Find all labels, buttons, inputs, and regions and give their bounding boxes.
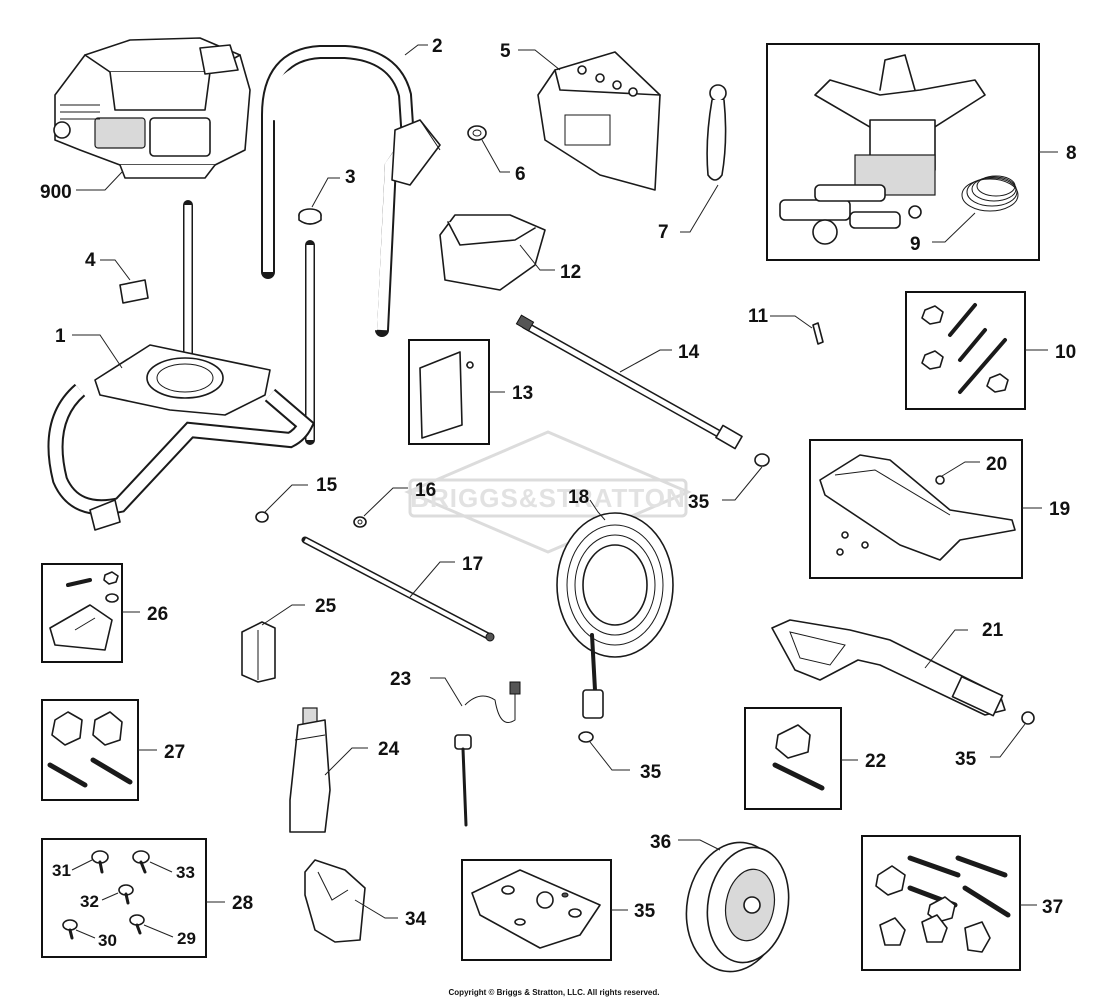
callout-25: 25 (315, 596, 337, 617)
clip-part-25[interactable] (241, 621, 276, 683)
hardware-part-22[interactable] (772, 724, 825, 791)
callout-6: 6 (515, 164, 526, 185)
hose-part-18[interactable] (556, 512, 674, 719)
callout-29: 29 (177, 929, 196, 948)
knob-part-27[interactable] (47, 711, 133, 788)
callout-32: 32 (80, 892, 99, 911)
callout-8: 8 (1066, 143, 1077, 164)
wheel-part-36[interactable] (676, 835, 797, 980)
frame-part-1[interactable] (47, 200, 315, 531)
washer-part-16[interactable] (353, 516, 367, 528)
screw-part-32[interactable] (118, 884, 134, 905)
callout-4: 4 (85, 250, 96, 271)
bolts-part-10[interactable] (921, 303, 1009, 394)
plate-part-13[interactable] (419, 351, 474, 439)
bracket-part-26[interactable] (49, 571, 119, 651)
callout-26: 26 (147, 604, 168, 625)
callout-9: 9 (910, 234, 921, 255)
watermark-text: BRIGGS&STRATTON (410, 483, 685, 513)
bottle-part-24[interactable] (289, 707, 331, 833)
callout-15: 15 (316, 475, 338, 496)
callout-20: 20 (986, 454, 1007, 475)
callout-17: 17 (462, 554, 483, 575)
rod-part-17[interactable] (301, 536, 495, 642)
callout-21: 21 (982, 620, 1004, 641)
base-plate-part-35[interactable] (471, 869, 601, 949)
callout-900: 900 (40, 182, 72, 203)
callout-1: 1 (55, 326, 66, 347)
callout-35-lance: 35 (688, 492, 710, 513)
copyright-text: Copyright © Briggs & Stratton, LLC. All … (449, 988, 660, 997)
pin-part-11[interactable] (812, 322, 824, 345)
screw-part-31[interactable] (91, 850, 109, 874)
callout-24: 24 (378, 739, 400, 760)
o-ring-part-35-gun[interactable] (1021, 711, 1035, 725)
gun-shroud-kit-box (809, 439, 1023, 579)
callout-22: 22 (865, 751, 886, 772)
callout-7: 7 (658, 222, 669, 243)
holder-part-34[interactable] (304, 859, 366, 943)
strap-part-7[interactable] (706, 84, 727, 181)
screw-kit-box-28 (41, 838, 207, 958)
callout-11: 11 (748, 306, 769, 327)
hardware-kit-box-22 (744, 707, 842, 810)
callout-23: 23 (390, 669, 411, 690)
dipstick-part-23[interactable] (454, 681, 521, 827)
callout-16: 16 (415, 480, 436, 501)
callout-28: 28 (232, 893, 253, 914)
lance-part-14[interactable] (515, 314, 743, 450)
callout-10: 10 (1055, 342, 1076, 363)
screw-part-29[interactable] (129, 914, 145, 935)
callout-5: 5 (500, 41, 511, 62)
callout-34: 34 (405, 909, 427, 930)
callout-35-hose: 35 (640, 762, 662, 783)
callout-35-base: 35 (634, 901, 656, 922)
callout-30: 30 (98, 931, 117, 950)
o-ring-part-35-hose[interactable] (578, 731, 594, 743)
screw-part-33[interactable] (132, 850, 150, 874)
watermark: BRIGGS&STRATTON (404, 430, 692, 554)
shroud-part-19[interactable] (819, 454, 1016, 561)
label-part-4[interactable] (119, 279, 149, 304)
ring-part-15[interactable] (255, 511, 269, 523)
callout-3: 3 (345, 167, 356, 188)
handle-part-2[interactable] (261, 45, 441, 337)
callout-12: 12 (560, 262, 581, 283)
hose-coil-part-9[interactable] (961, 175, 1019, 212)
grommet-part-6[interactable] (467, 125, 487, 141)
callout-37: 37 (1042, 897, 1063, 918)
plug-part-3[interactable] (298, 208, 322, 225)
callout-13: 13 (512, 383, 533, 404)
o-ring-part-35[interactable] (754, 453, 770, 467)
callout-19: 19 (1049, 499, 1070, 520)
panel-part-5[interactable] (537, 51, 661, 191)
callout-2: 2 (432, 36, 443, 57)
pump-part-8[interactable] (779, 54, 986, 245)
spray-gun-part-21[interactable] (771, 619, 1006, 717)
wheel-hardware-part-37[interactable] (875, 855, 1011, 953)
callout-31: 31 (52, 861, 71, 880)
callout-36: 36 (650, 832, 671, 853)
callout-27: 27 (164, 742, 185, 763)
knob-kit-box-27 (41, 699, 139, 801)
callout-14: 14 (678, 342, 700, 363)
wheel-hardware-kit-box-37 (861, 835, 1021, 971)
cover-part-12[interactable] (439, 214, 546, 291)
bracket-kit-box-26 (41, 563, 123, 663)
callout-18: 18 (568, 487, 589, 508)
callout-35-gun: 35 (955, 749, 977, 770)
screw-part-30[interactable] (62, 919, 78, 940)
engine-part-900[interactable] (53, 37, 251, 179)
callout-33: 33 (176, 863, 195, 882)
